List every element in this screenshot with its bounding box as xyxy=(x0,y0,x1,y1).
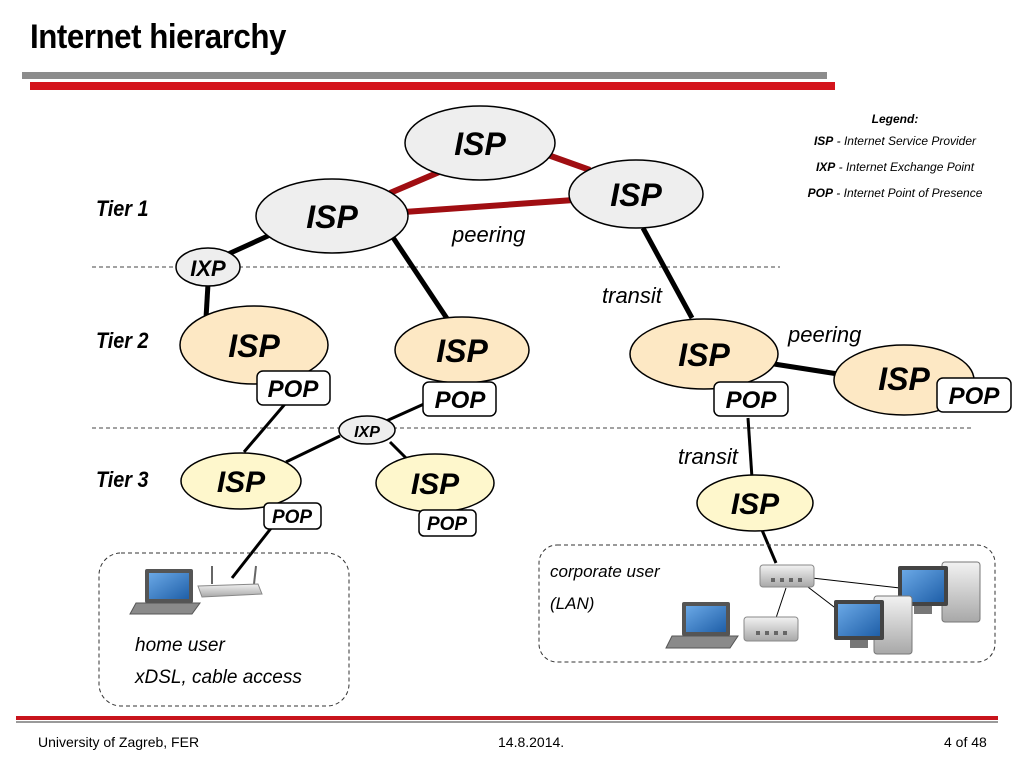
transit-label-right: transit xyxy=(678,444,738,469)
footer-line-gray xyxy=(16,721,998,723)
link-pop-isp3-left xyxy=(242,403,287,453)
tier-2-label: Tier 2 xyxy=(96,328,149,353)
tier1-isp-left: ISP xyxy=(255,178,409,254)
home-user-label: home user xDSL, cable access xyxy=(135,635,302,688)
ixp-tier3: IXP xyxy=(338,415,396,445)
link-isp3-corporate xyxy=(760,529,778,564)
tier1-isp-right: ISP xyxy=(568,159,704,229)
link-pop-ixp3 xyxy=(383,402,425,424)
link-ixp3-isp3-mid xyxy=(388,440,410,462)
svg-text:POP: POP xyxy=(949,383,1001,410)
svg-text:ISP: ISP xyxy=(411,468,460,501)
link-pop-isp3-right xyxy=(746,417,754,479)
svg-text:ISP: ISP xyxy=(610,177,662,213)
tier2-isp-right: ISP xyxy=(629,318,779,390)
tier3-isp-mid: ISP xyxy=(375,453,495,513)
title-divider-red xyxy=(30,82,835,90)
footer-date: 14.8.2014. xyxy=(498,734,565,750)
peering-link-top-right xyxy=(546,152,592,173)
lan-desktop-icon-front xyxy=(834,595,913,655)
transit-links xyxy=(203,226,839,377)
page-title: Internet hierarchy xyxy=(30,18,286,56)
lan-cables xyxy=(775,577,901,619)
svg-text:ISP: ISP xyxy=(436,333,488,369)
link-ixp3-isp3-left xyxy=(285,434,341,464)
svg-text:IXP: IXP xyxy=(190,256,226,281)
svg-text:POP: POP xyxy=(268,376,320,403)
peering-label-top: peering xyxy=(452,222,526,247)
lan-switch-icon xyxy=(759,564,815,588)
link-ixp-tier2 xyxy=(203,283,211,319)
link-tier1-tier2-right xyxy=(640,226,695,320)
svg-text:IXP: IXP xyxy=(354,424,380,441)
legend: Legend: ISP - Internet Service Provider … xyxy=(790,110,1000,206)
svg-text:ISP: ISP xyxy=(306,199,358,235)
tier2-isp-left: ISP xyxy=(179,305,329,385)
footer-institution: University of Zagreb, FER xyxy=(38,734,200,750)
corporate-user-box xyxy=(538,544,996,663)
home-laptop-icon xyxy=(129,569,201,615)
legend-heading: Legend: xyxy=(871,112,919,126)
svg-text:ISP: ISP xyxy=(731,488,780,521)
footer-line-red xyxy=(16,716,998,720)
svg-text:ISP: ISP xyxy=(217,466,266,499)
legend-item-ixp: IXP - Internet Exchange Point xyxy=(815,160,975,174)
tier1-peering-links xyxy=(388,152,592,215)
tier3-isp-right: ISP xyxy=(696,474,814,532)
legend-item-isp: ISP - Internet Service Provider xyxy=(813,134,977,148)
tier-3-label: Tier 3 xyxy=(96,467,149,492)
svg-text:ISP: ISP xyxy=(228,328,280,364)
peering-label-right: peering xyxy=(788,322,862,347)
tier2-isp-mid: ISP xyxy=(394,316,530,384)
tier3-links xyxy=(230,402,778,579)
footer-page-number: 4 of 48 xyxy=(944,734,987,750)
pop-tier3-left: POP xyxy=(263,502,322,530)
pop-tier2-left: POP xyxy=(256,370,331,406)
lan-router-icon xyxy=(743,616,799,642)
svg-text:ISP: ISP xyxy=(878,361,930,397)
home-router-icon xyxy=(197,565,263,598)
pop-tier3-mid: POP xyxy=(418,509,477,537)
tier1-isp-top: ISP xyxy=(404,105,556,181)
pop-tier2-right: POP xyxy=(713,381,789,417)
svg-text:ISP: ISP xyxy=(678,337,730,373)
link-pop-home xyxy=(230,526,274,579)
svg-text:POP: POP xyxy=(726,387,778,414)
peering-link-left-right xyxy=(403,197,575,215)
peering-link-left-top xyxy=(388,167,446,196)
transit-label-top: transit xyxy=(602,283,662,308)
link-tier2-peering-right xyxy=(773,361,839,377)
tier-1-label: Tier 1 xyxy=(96,196,149,221)
pop-tier2-mid: POP xyxy=(422,381,497,417)
home-user-box xyxy=(98,552,350,707)
title-divider-gray xyxy=(22,72,827,79)
pop-tier2-far-right: POP xyxy=(936,377,1012,413)
lan-laptop-icon xyxy=(665,602,739,649)
svg-text:POP: POP xyxy=(272,507,312,528)
corporate-user-label: corporate user (LAN) xyxy=(550,562,660,613)
link-tier1-ixp xyxy=(224,232,272,258)
svg-text:POP: POP xyxy=(427,514,467,535)
legend-item-pop: POP - Internet Point of Presence xyxy=(807,186,983,200)
ixp-tier1: IXP xyxy=(175,247,241,287)
tier3-isp-left: ISP xyxy=(180,452,302,510)
link-tier1-tier2-mid xyxy=(389,234,451,322)
svg-text:POP: POP xyxy=(435,387,487,414)
svg-text:ISP: ISP xyxy=(454,126,506,162)
